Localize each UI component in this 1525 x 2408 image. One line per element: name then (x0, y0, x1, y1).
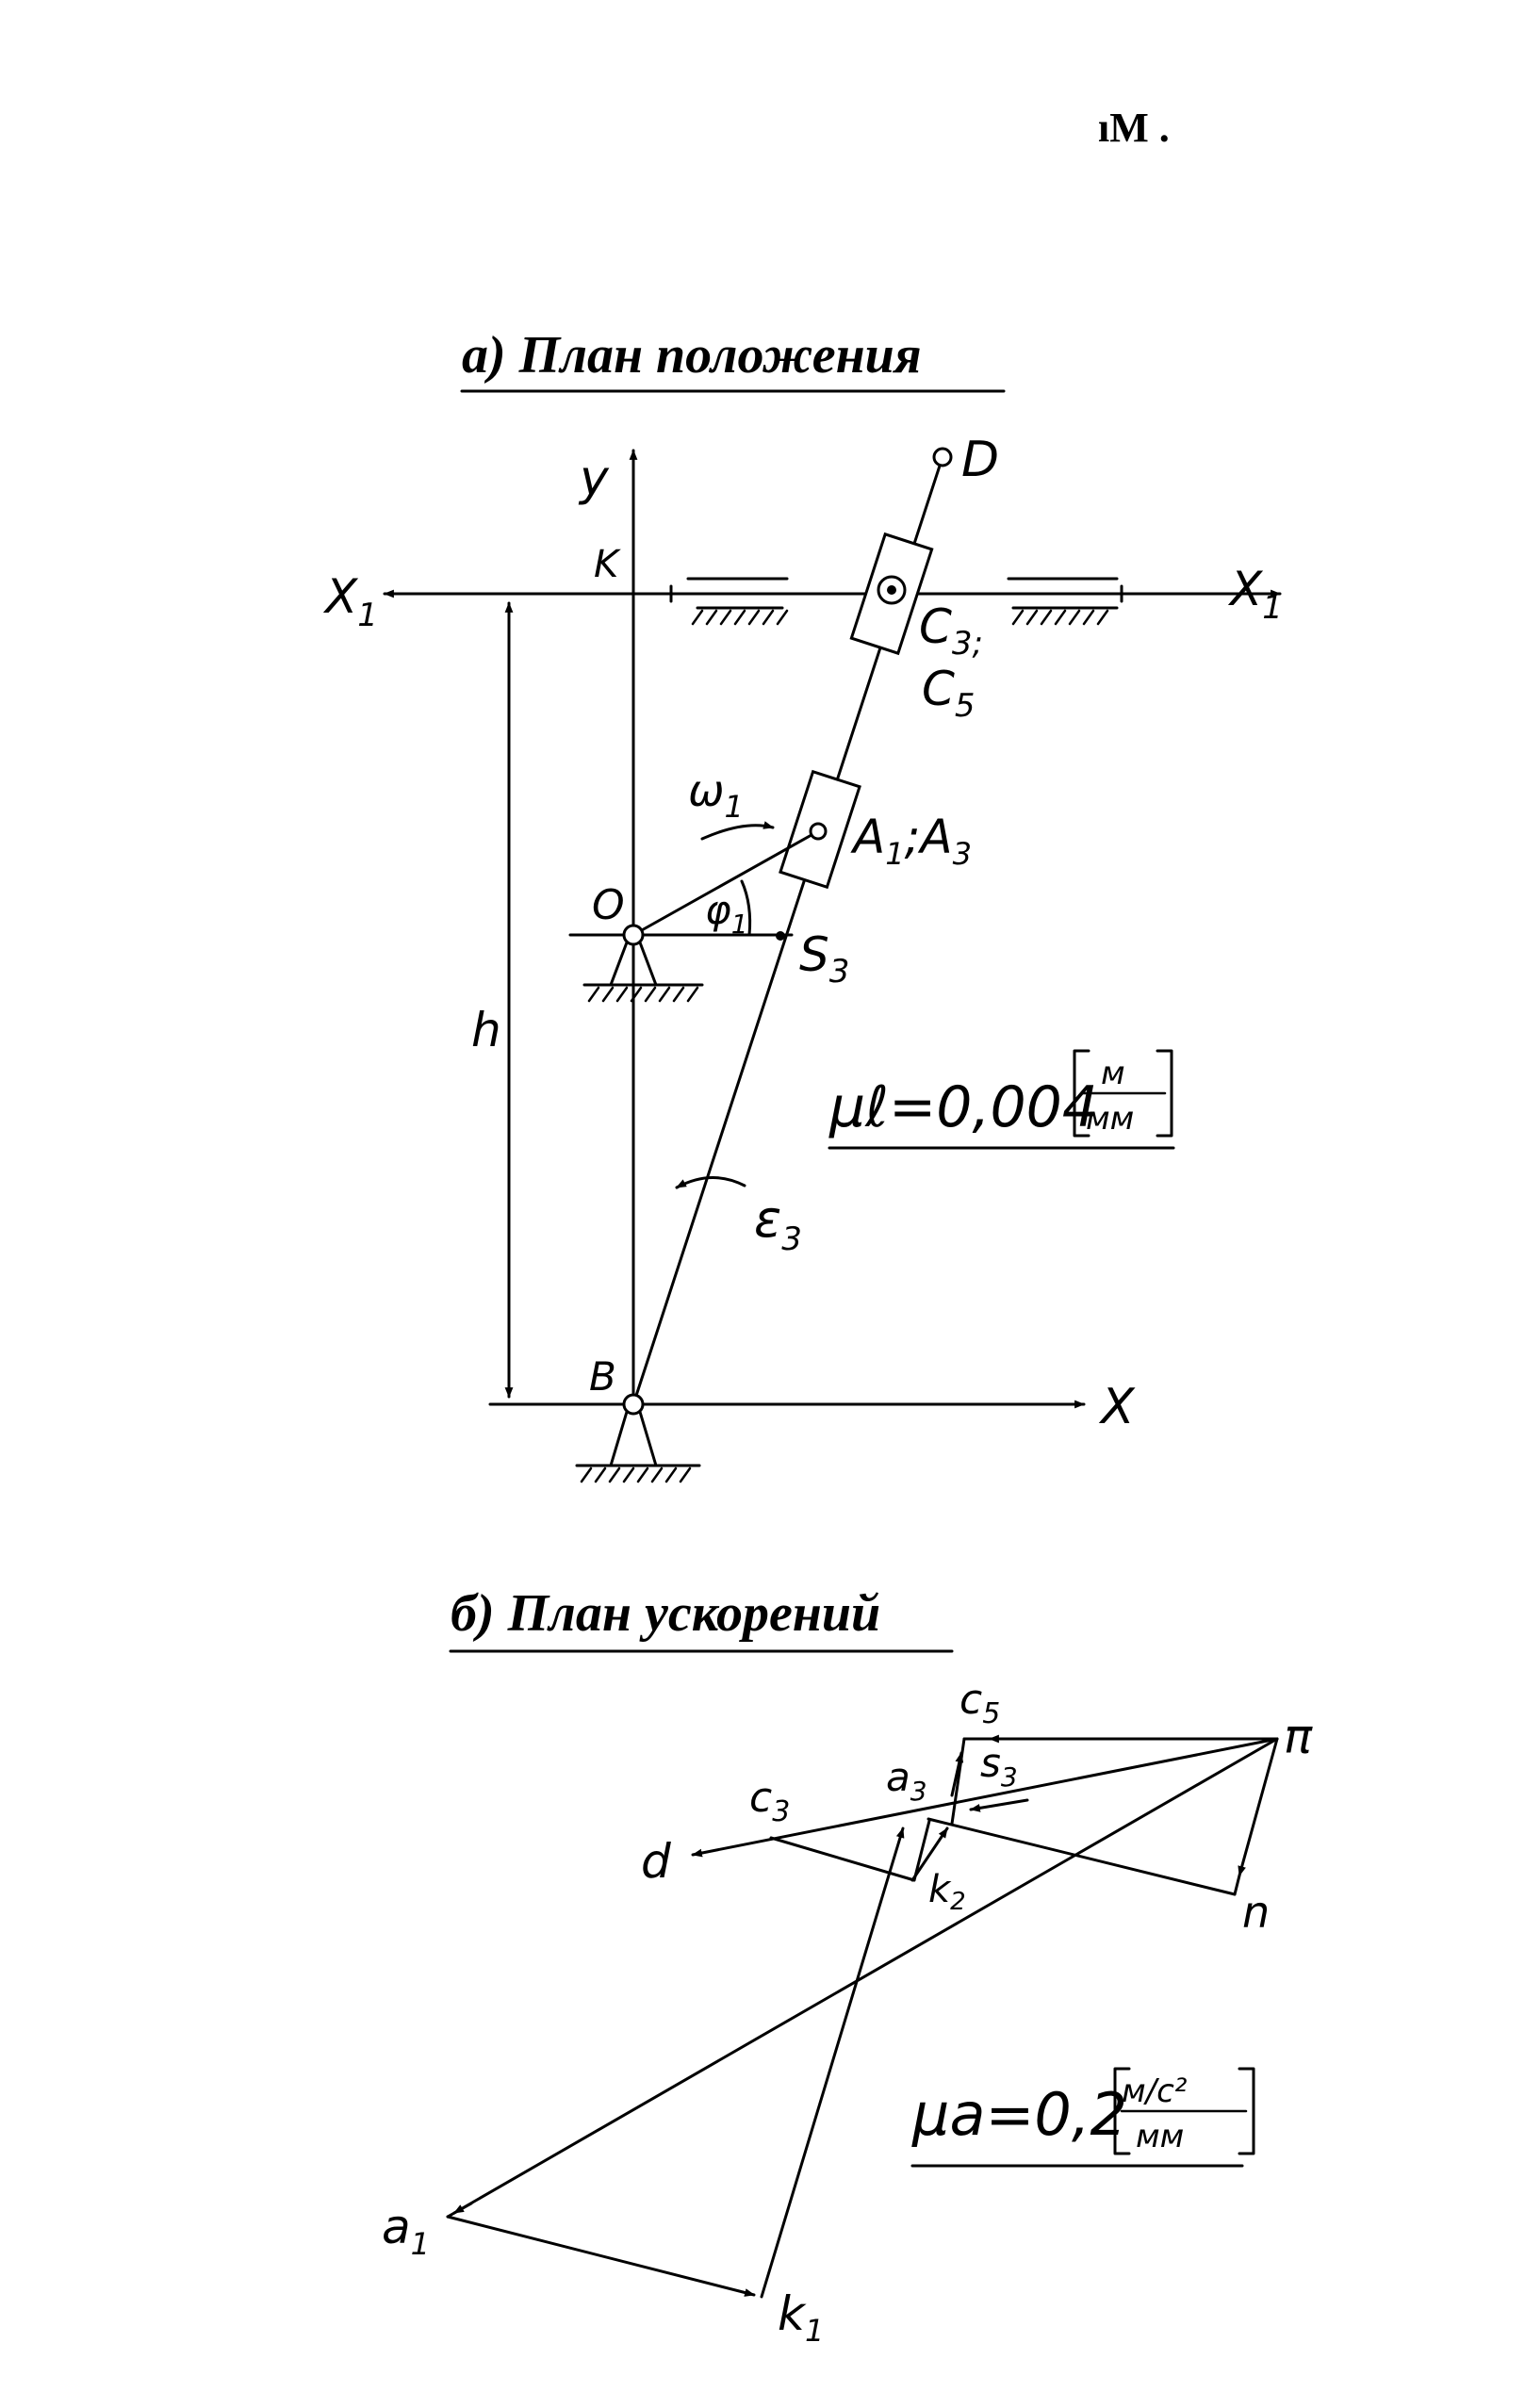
acceleration-scale-label: μa=0,2 (911, 2080, 1127, 2149)
omega-arrow (700, 821, 775, 841)
crank-oa (631, 829, 820, 937)
point-n-label: n (1242, 1887, 1270, 1938)
vector-pi-n (1238, 1737, 1279, 1877)
segment-k2-a3 (912, 1819, 931, 1882)
vector-pi-n-tail (1233, 1874, 1241, 1896)
guide-ground-left (669, 577, 789, 626)
acceleration-scale-brackets (1113, 2067, 1255, 2155)
point-s3-label: S3 (799, 927, 849, 991)
support-b (609, 1410, 658, 1467)
dimension-h-label: h (471, 1003, 501, 1057)
vector-s3 (969, 1798, 1029, 1812)
joint-o (622, 924, 645, 946)
point-c3-label: C3; (919, 599, 983, 663)
point-a-label: A1;A3 (850, 810, 972, 872)
epsilon-arrow (675, 1176, 746, 1189)
header-fragment: ıM . (1098, 105, 1170, 151)
position-scale-label: μℓ=0,004 (828, 1074, 1098, 1140)
vector-k2-a3 (910, 1826, 949, 1882)
support-o-hatch (587, 986, 699, 1003)
position-plan: а) План положения y X1 X1 K D (322, 326, 1283, 1483)
acceleration-scale: μa=0,2 м/с² мм (910, 2067, 1255, 2168)
position-plan-title: а) План положения (462, 326, 922, 385)
segment-c3-k2 (769, 1836, 916, 1882)
acceleration-plan: б) План ускорений c5 π s3 a3 c3 (382, 1584, 1313, 2349)
point-k2-label: k2 (928, 1868, 966, 1916)
point-a3-acc-label: a3 (886, 1754, 927, 1807)
acceleration-scale-numerator: м/с² (1122, 2072, 1188, 2110)
x1-left-label: X1 (322, 569, 378, 634)
x-axis-label: X (1098, 1379, 1136, 1435)
point-pi-label: π (1284, 1710, 1313, 1764)
point-s3 (776, 931, 785, 941)
vector-n-a3 (926, 1817, 1237, 1896)
omega-label: ω1 (688, 765, 744, 825)
point-k1-label: k1 (778, 2286, 824, 2349)
position-scale-brackets (1073, 1049, 1173, 1138)
guide-ground-right (1007, 577, 1123, 626)
position-scale-numerator: м (1101, 1055, 1125, 1092)
acceleration-plan-title: б) План ускорений (451, 1584, 880, 1643)
vector-pi-a1-tail (446, 2202, 473, 2219)
epsilon-label: ε3 (754, 1189, 802, 1258)
vector-c5-s3-arrow (950, 1751, 964, 1797)
acceleration-scale-denominator: мм (1136, 2118, 1184, 2155)
vector-a1-k1 (446, 2215, 756, 2297)
position-scale: μℓ=0,004 м мм (828, 1049, 1175, 1150)
support-o (609, 941, 658, 987)
point-d-label: D (961, 432, 999, 488)
vector-pi-a1 (452, 1737, 1279, 2215)
joint-c-center (887, 585, 896, 595)
phi-arc (740, 879, 752, 937)
position-scale-denominator: мм (1086, 1100, 1134, 1138)
point-c5-label: C5 (922, 662, 976, 725)
point-d-acc-label: d (641, 1834, 671, 1889)
point-c3-acc-label: c3 (749, 1774, 790, 1828)
point-s3-acc-label: s3 (980, 1740, 1018, 1793)
point-o-label: O (592, 881, 625, 929)
vector-k1-k2 (760, 1826, 905, 2299)
joint-a (809, 822, 828, 841)
support-b-hatch (580, 1466, 692, 1483)
point-c5-acc-label: c5 (959, 1676, 1000, 1730)
x1-right-label: X1 (1227, 562, 1283, 627)
point-a1-label: a1 (382, 2200, 430, 2262)
joint-b (622, 1393, 645, 1416)
y-axis-label: y (578, 450, 610, 507)
phi-label: φ1 (705, 887, 748, 940)
point-b-label: B (589, 1353, 616, 1400)
point-k-label: K (594, 543, 621, 586)
joint-d (932, 447, 953, 467)
vector-pi-d (691, 1737, 1279, 1858)
